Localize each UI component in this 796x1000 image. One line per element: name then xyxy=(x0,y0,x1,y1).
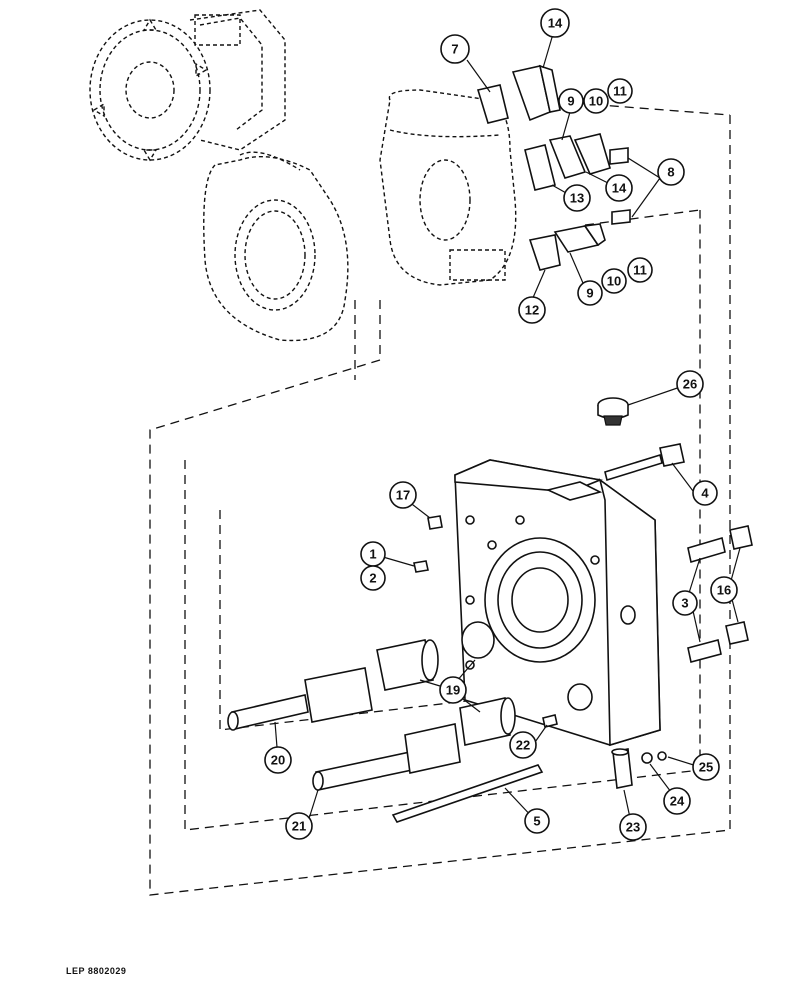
plug-item-22 xyxy=(542,714,558,728)
callout-24: 24 xyxy=(663,787,691,815)
svg-text:22: 22 xyxy=(516,738,530,753)
ghost-pump-assembly xyxy=(89,9,286,162)
callout-11b: 11 xyxy=(627,257,653,283)
callout-9: 9 xyxy=(558,88,584,114)
svg-text:9: 9 xyxy=(586,286,593,301)
svg-text:8: 8 xyxy=(667,165,674,180)
callout-13: 13 xyxy=(563,184,591,212)
rod-item-5 xyxy=(391,764,544,823)
spool-item-20 xyxy=(227,667,373,731)
ghost-valve-housing xyxy=(379,89,517,286)
svg-text:11: 11 xyxy=(633,263,647,278)
svg-text:14: 14 xyxy=(548,16,563,31)
springs-item-3 xyxy=(687,536,726,663)
svg-text:20: 20 xyxy=(271,753,285,768)
callout-10: 10 xyxy=(583,88,609,114)
svg-text:3: 3 xyxy=(681,596,688,611)
svg-text:21: 21 xyxy=(292,819,306,834)
svg-text:12: 12 xyxy=(525,303,539,318)
assembly-guide-lines xyxy=(149,99,731,896)
svg-text:7: 7 xyxy=(451,42,458,57)
svg-text:1: 1 xyxy=(369,547,376,562)
svg-text:2: 2 xyxy=(369,571,376,586)
callout-16: 16 xyxy=(710,576,738,604)
callout-14: 14 xyxy=(540,8,570,38)
callout-25: 25 xyxy=(692,753,720,781)
svg-text:10: 10 xyxy=(607,274,621,289)
svg-text:26: 26 xyxy=(683,377,697,392)
fitting-item-17 xyxy=(427,515,443,530)
callout-4: 4 xyxy=(692,480,718,506)
nuts-item-16 xyxy=(725,525,753,645)
spool-item-21 xyxy=(312,723,461,791)
callout-5: 5 xyxy=(524,808,550,834)
figure-reference-code: LEP 8802029 xyxy=(66,966,127,976)
cap-screw-item-4 xyxy=(604,443,685,482)
valve-body xyxy=(454,459,661,747)
callout-26: 26 xyxy=(676,370,704,398)
callout-17: 17 xyxy=(389,481,417,509)
callout-2: 2 xyxy=(360,565,386,591)
plug-item-26 xyxy=(597,397,629,426)
callout-3: 3 xyxy=(672,590,698,616)
svg-text:17: 17 xyxy=(396,488,410,503)
svg-text:16: 16 xyxy=(717,583,731,598)
washer-item-24 xyxy=(641,752,653,764)
callout-7: 7 xyxy=(440,34,470,64)
callout-balloons: 7 14 9 10 11 8 14 13 12 9 10 11 26 4 17 … xyxy=(264,8,738,841)
svg-text:5: 5 xyxy=(533,814,540,829)
callout-14b: 14 xyxy=(605,174,633,202)
callout-11: 11 xyxy=(607,78,633,104)
pin-item-1-2 xyxy=(413,560,429,573)
callout-10b: 10 xyxy=(601,268,627,294)
svg-text:10: 10 xyxy=(589,94,603,109)
callout-21: 21 xyxy=(285,812,313,840)
callout-20: 20 xyxy=(264,746,292,774)
callout-1: 1 xyxy=(360,541,386,567)
svg-text:11: 11 xyxy=(613,84,627,99)
callout-8: 8 xyxy=(657,158,685,186)
callout-12: 12 xyxy=(518,296,546,324)
svg-text:4: 4 xyxy=(701,486,709,501)
svg-text:14: 14 xyxy=(612,181,627,196)
nut-item-25 xyxy=(657,751,667,761)
svg-text:9: 9 xyxy=(567,94,574,109)
svg-text:24: 24 xyxy=(670,794,685,809)
sleeves-item-19 xyxy=(376,639,516,746)
pin-item-23 xyxy=(611,748,633,789)
svg-text:13: 13 xyxy=(570,191,584,206)
callout-23: 23 xyxy=(619,813,647,841)
svg-text:23: 23 xyxy=(626,820,640,835)
ghost-adapter-housing xyxy=(203,151,349,342)
callout-22: 22 xyxy=(509,731,537,759)
svg-text:19: 19 xyxy=(446,683,460,698)
callout-19: 19 xyxy=(439,676,467,704)
svg-text:25: 25 xyxy=(699,760,713,775)
callout-9b: 9 xyxy=(577,280,603,306)
